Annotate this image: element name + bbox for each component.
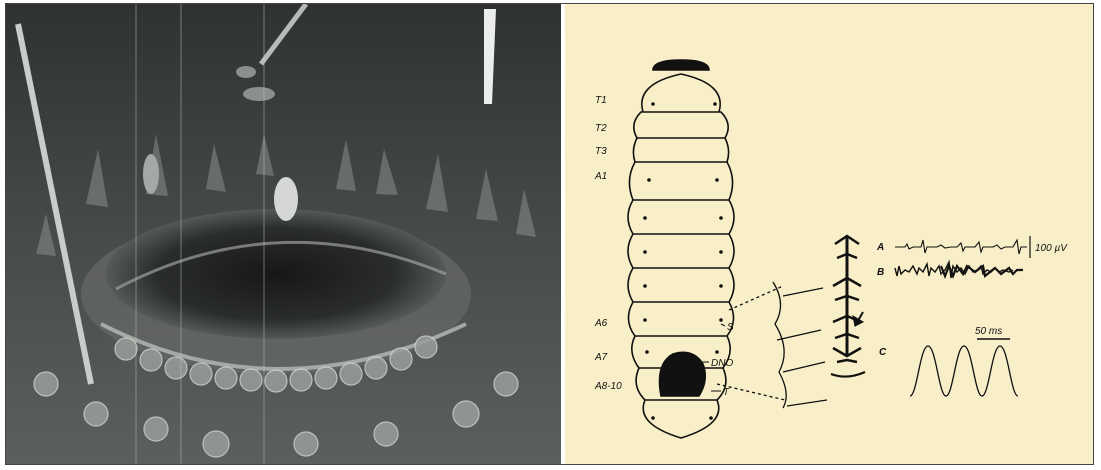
trace-b-label: B	[877, 267, 884, 278]
label-a7: A7	[594, 352, 608, 363]
label-a1: A1	[594, 171, 607, 182]
label-t3: T3	[595, 146, 607, 157]
sem-micrograph	[6, 4, 561, 464]
figure-frame: T1 T2 T3 A1 A6 A7 A8-10 S DNO T	[5, 3, 1094, 465]
label-a6: A6	[594, 318, 608, 329]
trace-c-label: C	[879, 347, 887, 358]
time-scale-label: 50 ms	[975, 326, 1002, 337]
label-a8-10: A8-10	[594, 381, 622, 392]
label-t: T	[723, 387, 730, 398]
label-t2: T2	[595, 123, 607, 134]
label-t1: T1	[595, 95, 607, 106]
label-dno: DNO	[711, 358, 733, 369]
trace-a-label: A	[876, 242, 884, 253]
amplitude-scale-label: 100 µV	[1035, 243, 1068, 254]
sem-micrograph-image	[6, 4, 561, 464]
label-s: S	[727, 322, 734, 333]
larva-diagram-panel: T1 T2 T3 A1 A6 A7 A8-10 S DNO T	[565, 4, 1093, 464]
larva-diagram: T1 T2 T3 A1 A6 A7 A8-10 S DNO T	[565, 4, 1093, 464]
head-capsule	[653, 60, 709, 70]
dorsal-organ-blob	[660, 352, 706, 396]
